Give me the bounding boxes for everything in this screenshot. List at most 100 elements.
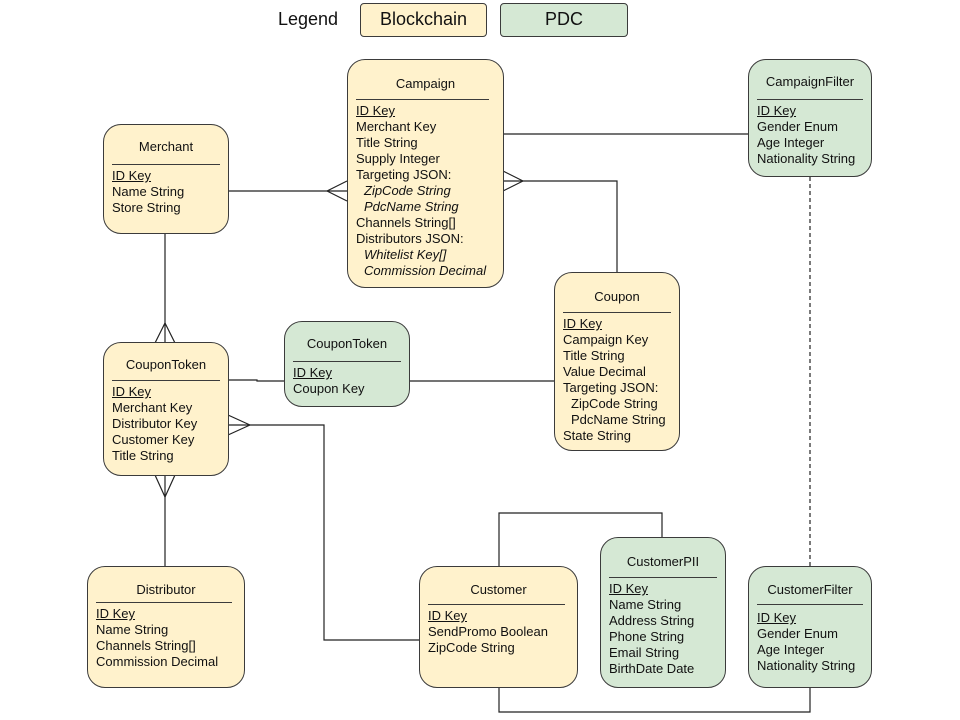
attribute: PdcName String — [364, 199, 459, 214]
attribute: Name String — [112, 184, 185, 199]
entity-divider — [112, 380, 220, 381]
entity-title: Customer — [470, 582, 527, 597]
legend-blockchain: Blockchain — [360, 3, 487, 37]
entity-title: CustomerFilter — [767, 582, 853, 597]
entity-divider — [757, 604, 863, 605]
attribute: Nationality String — [757, 658, 856, 673]
attribute: Title String — [563, 348, 625, 363]
campaign-coupon-crowfoot — [502, 170, 524, 192]
entity-divider — [757, 99, 863, 100]
attribute-primary-key: ID Key — [609, 581, 649, 596]
campaign-coupon-line — [503, 180, 618, 273]
attribute: Value Decimal — [563, 364, 646, 379]
attribute-primary-key: ID Key — [96, 606, 136, 621]
coupontoken-customer-line — [228, 424, 420, 641]
entity-divider — [96, 602, 232, 603]
entity-divider — [563, 312, 671, 313]
entity-title: Distributor — [136, 582, 196, 597]
entity-title: Campaign — [395, 76, 456, 91]
attribute: ZipCode String — [428, 640, 515, 655]
attribute: Merchant Key — [112, 400, 193, 415]
attribute: Channels String[] — [96, 638, 196, 653]
attribute: Whitelist Key[] — [364, 247, 447, 262]
entity-title: Merchant — [138, 139, 194, 154]
merchant-coupontoken-crowfoot — [154, 322, 176, 344]
entity-divider — [356, 99, 489, 100]
attribute-primary-key: ID Key — [563, 316, 603, 331]
attribute: Email String — [609, 645, 680, 660]
coupontoken-customer-crowfoot — [227, 414, 251, 436]
entity-title: Coupon — [594, 289, 640, 304]
attribute: Address String — [609, 613, 695, 628]
attribute: Phone String — [609, 629, 685, 644]
legend-pdc: PDC — [500, 3, 628, 37]
attribute: PdcName String — [571, 412, 666, 427]
attribute: Age Integer — [757, 135, 825, 150]
entity-title: CampaignFilter — [765, 74, 855, 89]
attribute: State String — [563, 428, 631, 443]
attribute-primary-key: ID Key — [757, 103, 797, 118]
attribute: SendPromo Boolean — [428, 624, 548, 639]
attribute: Merchant Key — [356, 119, 437, 134]
attribute-primary-key: ID Key — [356, 103, 396, 118]
coupontoken-pdc-line — [228, 379, 285, 382]
attribute: Channels String[] — [356, 215, 456, 230]
attribute: Targeting JSON: — [563, 380, 659, 395]
entity-divider — [112, 164, 220, 165]
entity-title: CustomerPII — [626, 554, 700, 569]
attribute: ZipCode String — [571, 396, 658, 411]
attribute: Title String — [112, 448, 174, 463]
attribute: Name String — [609, 597, 682, 612]
attribute: Distributor Key — [112, 416, 198, 431]
attribute: Nationality String — [757, 151, 856, 166]
attribute: Title String — [356, 135, 418, 150]
attribute: Store String — [112, 200, 181, 215]
legend-label: Legend — [278, 9, 339, 29]
attribute-primary-key: ID Key — [112, 168, 152, 183]
entity-divider — [293, 361, 401, 362]
attribute: Campaign Key — [563, 332, 649, 347]
attribute-primary-key: ID Key — [293, 365, 333, 380]
entity-divider — [428, 604, 565, 605]
attribute: Age Integer — [757, 642, 825, 657]
attribute-primary-key: ID Key — [757, 610, 797, 625]
attribute: Supply Integer — [356, 151, 440, 166]
attribute: Coupon Key — [293, 381, 365, 396]
attribute: Gender Enum — [757, 119, 838, 134]
attribute: BirthDate Date — [609, 661, 695, 676]
attribute-primary-key: ID Key — [112, 384, 152, 399]
attribute: Name String — [96, 622, 169, 637]
attribute: Customer Key — [112, 432, 195, 447]
entity-title: CouponToken — [125, 357, 207, 372]
attribute: Distributors JSON: — [356, 231, 464, 246]
attribute-primary-key: ID Key — [428, 608, 468, 623]
entity-title: CouponToken — [306, 336, 388, 351]
attribute: Gender Enum — [757, 626, 838, 641]
entity-divider — [609, 577, 717, 578]
attribute: Commission Decimal — [364, 263, 487, 278]
attribute: Targeting JSON: — [356, 167, 452, 182]
attribute: Commission Decimal — [96, 654, 219, 669]
merchant-campaign-crowfoot — [326, 180, 348, 202]
coupontoken-distributor-crowfoot — [154, 474, 176, 498]
customer-customerfilter-line — [498, 688, 811, 713]
